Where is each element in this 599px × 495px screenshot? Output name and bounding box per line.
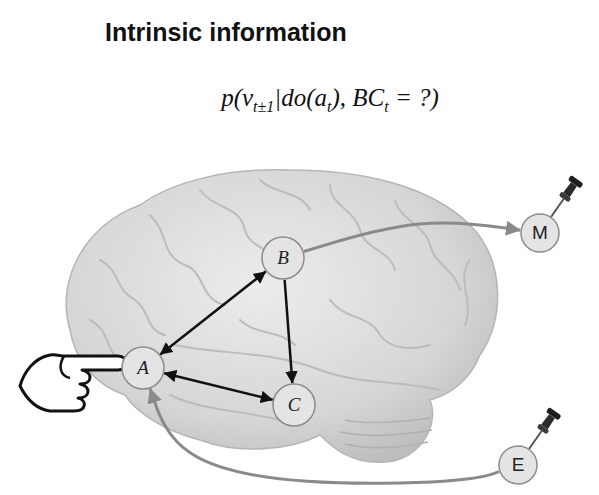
circle-shape [499, 446, 537, 484]
connector [150, 389, 499, 484]
circle-shape [273, 384, 315, 426]
circle-shape [521, 214, 559, 252]
node-label: B [261, 236, 305, 280]
node-label: A [121, 346, 165, 390]
brain-image [66, 170, 498, 463]
circle-shape [262, 237, 304, 279]
node-circle: C [272, 383, 316, 427]
formula-part: t [327, 98, 331, 115]
node-label: M [520, 213, 560, 253]
formula-part: = ?) [389, 84, 439, 111]
formula-part: p(v [221, 84, 253, 111]
formula-part: |do(a [274, 84, 327, 111]
pushpin [545, 175, 584, 221]
circle-shape [122, 347, 164, 389]
node-circle: E [498, 445, 538, 485]
connector [164, 373, 272, 400]
title: Intrinsic information [105, 18, 347, 47]
connector [285, 280, 293, 383]
node-circle: A [121, 346, 165, 390]
node-label: C [272, 383, 316, 427]
node-circle: M [520, 213, 560, 253]
node-label: E [498, 445, 538, 485]
connector [304, 223, 520, 252]
connector [160, 272, 265, 355]
pushpin [523, 407, 562, 453]
formula-part: t [384, 98, 388, 115]
pointing-hand [20, 355, 126, 411]
node-circle: B [261, 236, 305, 280]
formula-part: ), BC [331, 84, 384, 111]
formula-part: t±1 [253, 98, 274, 115]
formula: p(vt±1|do(at), BCt = ?) [221, 84, 439, 116]
